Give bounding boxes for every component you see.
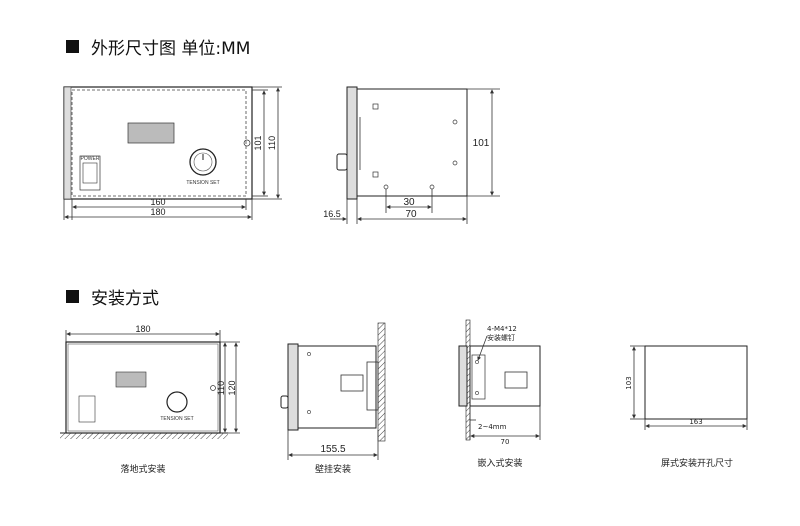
- screw-icon: [383, 184, 389, 190]
- embed-gap-note: 2~4mm: [478, 423, 507, 431]
- wall-hatch: [377, 322, 386, 442]
- screw-icon: [452, 119, 458, 125]
- dim-height-outer: 110: [267, 136, 277, 150]
- side-body: [356, 88, 468, 197]
- install-cutout: 103 163 屏式安装开孔尺寸: [625, 345, 748, 469]
- floor-knob-label: TENSION SET: [160, 416, 193, 422]
- cutout-dim-width: 163: [689, 418, 702, 426]
- floor-ground-hatch: [60, 433, 228, 439]
- screw-icon: [452, 160, 458, 166]
- cutout-caption: 屏式安装开孔尺寸: [661, 457, 733, 469]
- dim-width-outer: 180: [150, 207, 165, 217]
- wall-dim-depth: 155.5: [320, 444, 345, 455]
- dim-height-inner: 101: [253, 135, 263, 150]
- install-wall: 155.5 壁挂安装: [280, 322, 386, 475]
- floor-display: [115, 371, 147, 388]
- side-dim-depth: 70: [405, 209, 417, 220]
- install-floor: TENSION SET 180 110 120 落地式安装: [60, 324, 240, 475]
- embed-body: [469, 345, 541, 407]
- front-left-flange: [63, 86, 72, 200]
- side-front-panel: [346, 86, 358, 200]
- dimensions-title: 外形尺寸图 单位:MM: [91, 39, 251, 59]
- floor-caption: 落地式安装: [120, 463, 165, 475]
- section-heading-dimensions: 外形尺寸图 单位:MM: [66, 34, 250, 59]
- knob-label: TENSION SET: [186, 180, 219, 186]
- wall-knob-icon: [280, 395, 289, 409]
- embed-bracket: [471, 354, 486, 400]
- screw-icon: [475, 360, 479, 364]
- power-label: POWER: [81, 156, 100, 162]
- floor-power-switch: [78, 395, 96, 423]
- mount-hole-icon: [372, 171, 379, 178]
- front-inner-frame: [71, 89, 247, 197]
- power-switch: [82, 162, 98, 184]
- square-bullet-icon: [66, 40, 79, 53]
- cutout-dim-height: 103: [625, 376, 633, 389]
- front-view: POWER TENSION SET 160 180 101 110: [63, 86, 282, 220]
- display-window: [127, 122, 175, 144]
- floor-dim-height-a: 110: [216, 381, 226, 395]
- side-view: 101 30 16.5 70: [323, 86, 500, 224]
- dim-width-inner: 160: [150, 197, 165, 207]
- section-heading-install: 安装方式: [66, 284, 159, 309]
- floor-dim-width: 180: [135, 324, 150, 334]
- floor-box: [65, 341, 221, 434]
- screw-icon: [475, 391, 479, 395]
- side-dim-front: 16.5: [323, 209, 341, 219]
- cutout-rect: [644, 345, 748, 420]
- side-dim-hole-spacing: 30: [403, 197, 415, 208]
- embed-screw-note-1: 4-M4*12: [487, 325, 517, 333]
- floor-dim-height-b: 120: [227, 380, 237, 395]
- install-title: 安装方式: [91, 289, 159, 309]
- side-screw-icon: [243, 139, 251, 147]
- side-dim-height: 101: [473, 138, 490, 149]
- side-knob-icon: [336, 153, 348, 171]
- mount-hole-icon: [372, 103, 379, 110]
- wall-body: [297, 345, 377, 429]
- embed-dim-depth: 70: [501, 438, 510, 446]
- screw-icon: [429, 184, 435, 190]
- power-switch-panel: [79, 155, 101, 191]
- embed-screw-note-2: 安装螺钉: [487, 333, 515, 342]
- wall-caption: 壁挂安装: [315, 463, 351, 475]
- floor-knob-icon: [166, 391, 188, 413]
- embed-caption: 嵌入式安装: [477, 457, 522, 469]
- square-bullet-icon: [66, 290, 79, 303]
- install-embed: 4-M4*12 安装螺钉 2~4mm 70 嵌入式安装: [458, 319, 541, 469]
